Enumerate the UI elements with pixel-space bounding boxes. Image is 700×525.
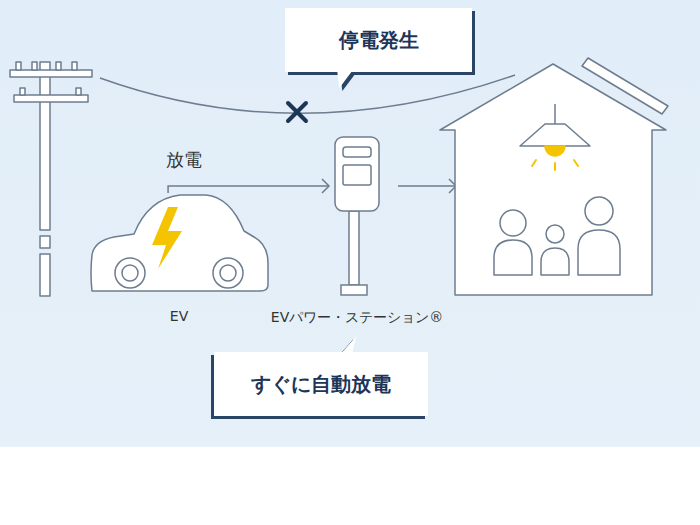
utility-pole xyxy=(10,62,92,296)
discharge-arrow xyxy=(168,179,329,193)
item-label: EV xyxy=(170,308,188,324)
station-outline xyxy=(333,135,381,297)
callout-bubble: すぐに自動放電 xyxy=(214,352,428,416)
outage-cross xyxy=(288,103,306,121)
callout-text: 停電発生 xyxy=(285,8,472,72)
lightning-bolt xyxy=(152,207,182,269)
callout-text: すぐに自動放電 xyxy=(214,352,428,416)
ev-car: EV xyxy=(88,193,270,296)
edge-label: 放電 xyxy=(164,148,204,172)
house xyxy=(440,58,668,295)
callout-bubble: 停電発生 xyxy=(285,8,472,72)
item-label: EVパワー・ステーション® xyxy=(271,309,443,327)
car-outline xyxy=(88,193,270,296)
power-station: EVパワー・ステーション® xyxy=(333,135,381,297)
supply-arrow xyxy=(398,179,456,193)
power-wire xyxy=(100,75,515,113)
